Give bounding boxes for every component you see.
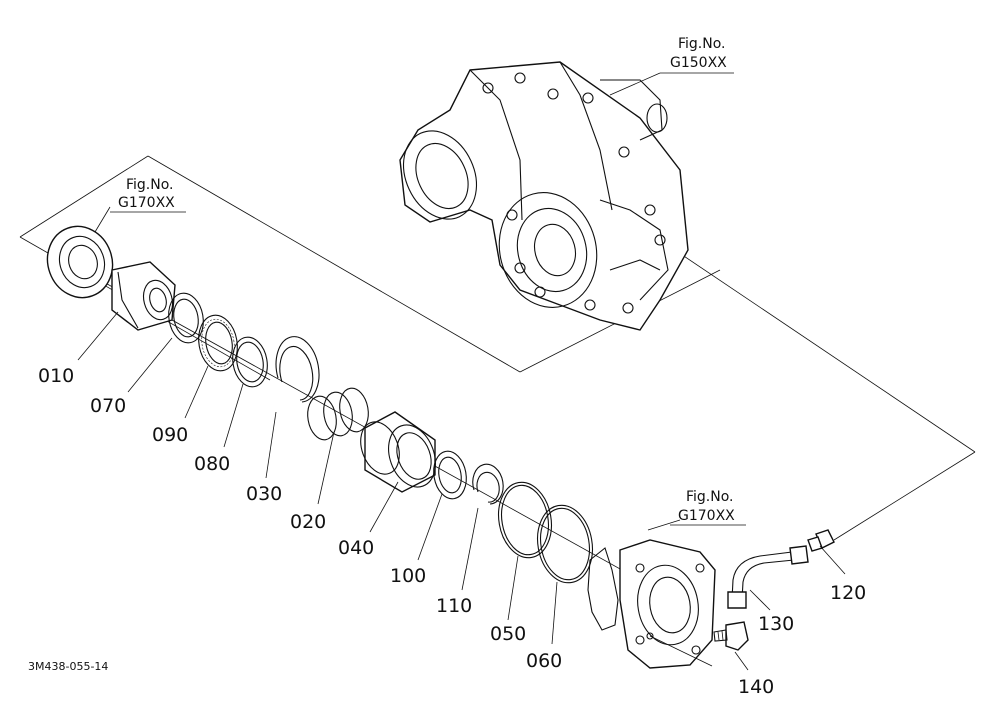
- part-110-snap-ring: [472, 463, 504, 505]
- fig-ref-g150xx: Fig.No. G150XX: [660, 36, 734, 74]
- fig-ref-g170xx-top: Fig.No. G170XX: [110, 177, 186, 213]
- part-030-snap-ring: [275, 336, 320, 403]
- fig-ref-number: G170XX: [118, 195, 175, 211]
- fig-ref-number: G170XX: [678, 508, 735, 524]
- part-label-050: 050: [490, 623, 526, 645]
- part-010-seal-cover: [46, 225, 114, 299]
- part-gasket: [587, 547, 619, 631]
- fig-ref-g170xx-bottom: Fig.No. G170XX: [670, 489, 746, 526]
- leader-lines: [77, 72, 846, 671]
- part-label-100: 100: [390, 565, 426, 587]
- fig-ref-label: Fig.No.: [686, 489, 734, 505]
- part-labels: 010 070 090 080 030 020 040 100 110 050 …: [38, 365, 866, 698]
- fig-ref-label: Fig.No.: [126, 177, 174, 193]
- fig-ref-label: Fig.No.: [678, 36, 726, 52]
- part-label-030: 030: [246, 483, 282, 505]
- part-label-120: 120: [830, 582, 866, 604]
- part-120-fitting: [807, 529, 835, 552]
- part-010-coupling: [111, 261, 176, 331]
- part-080-ring: [232, 336, 268, 388]
- part-060-o-ring: [537, 504, 593, 584]
- part-020-spring: [307, 387, 369, 441]
- part-140-elbow-fitting: [713, 621, 749, 651]
- part-cylinder-flange: [619, 539, 716, 669]
- part-label-060: 060: [526, 650, 562, 672]
- part-090-bearing: [198, 314, 238, 372]
- part-label-080: 080: [194, 453, 230, 475]
- part-label-140: 140: [738, 676, 774, 698]
- part-070-ring: [168, 292, 204, 344]
- part-label-090: 090: [152, 424, 188, 446]
- part-label-040: 040: [338, 537, 374, 559]
- part-040-sleeve: [360, 411, 436, 493]
- part-label-110: 110: [436, 595, 472, 617]
- fig-ref-number: G150XX: [670, 55, 727, 71]
- part-100-ring: [433, 450, 467, 500]
- part-130-pipe: [727, 545, 809, 609]
- part-label-070: 070: [90, 395, 126, 417]
- part-label-020: 020: [290, 511, 326, 533]
- drawing-code: 3M438-055-14: [28, 660, 108, 673]
- part-label-130: 130: [758, 613, 794, 635]
- transmission-housing: [399, 61, 689, 331]
- part-label-010: 010: [38, 365, 74, 387]
